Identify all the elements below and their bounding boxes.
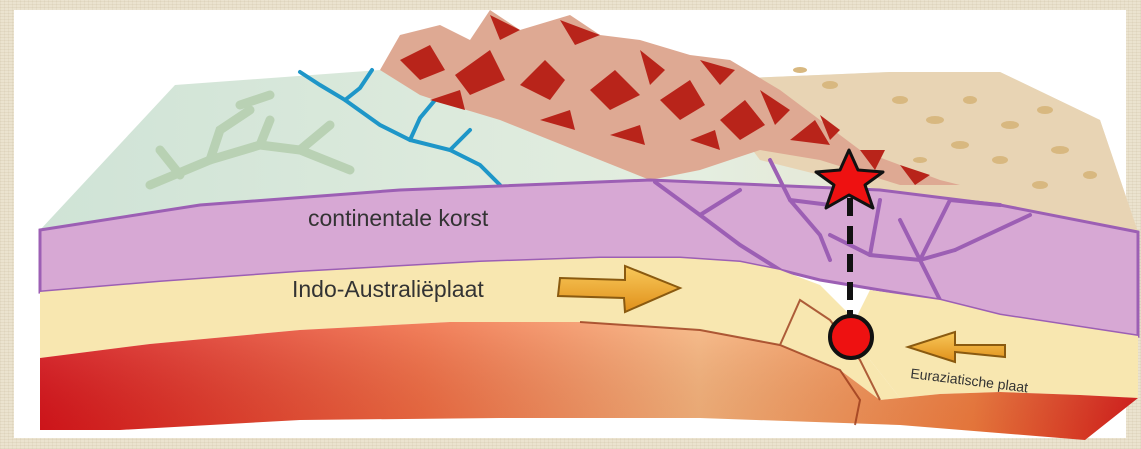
indo-plate-label: Indo-Australiëplaat [292, 276, 484, 302]
hypocenter-circle-icon [830, 316, 872, 358]
crust-label: continentale korst [308, 205, 489, 231]
